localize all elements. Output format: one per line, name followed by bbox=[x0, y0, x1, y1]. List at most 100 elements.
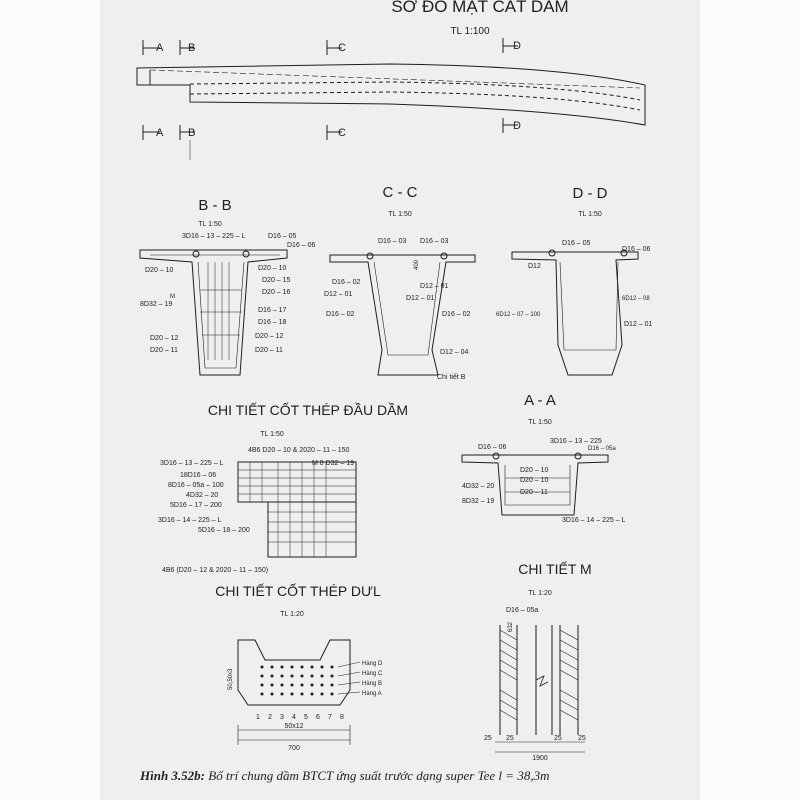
cut-label-a-bottom: A bbox=[156, 127, 164, 139]
dd-label-4: 6D12 – 08 bbox=[622, 296, 650, 302]
section-dd-scale: TL 1:50 bbox=[578, 211, 602, 218]
dim-25-d: 25 bbox=[578, 735, 586, 742]
end-label-6: 4D32 – 20 bbox=[186, 492, 218, 499]
strand-id-4: 4 bbox=[292, 714, 296, 721]
cut-label-a-top: A bbox=[156, 42, 164, 54]
aa-label-3: D16 – 05a bbox=[588, 446, 616, 452]
elevation-scale: TL 1:100 bbox=[450, 26, 490, 37]
section-aa-drawing bbox=[461, 452, 609, 516]
row-label-a: Hàng A bbox=[362, 691, 382, 697]
detail-m-label: D16 – 05a bbox=[506, 607, 538, 614]
left-margin bbox=[0, 0, 100, 800]
end-label-5: 8D16 – 05a – 100 bbox=[168, 482, 224, 489]
strand-id-8: 8 bbox=[340, 714, 344, 721]
cc-label-11: Chi tiết B bbox=[437, 372, 466, 381]
section-bb-scale: TL 1:50 bbox=[198, 221, 222, 228]
strand-id-3: 3 bbox=[280, 714, 284, 721]
bb-label-13: D20 – 11 bbox=[150, 347, 178, 354]
aa-label-9: 3D16 – 14 – 225 – L bbox=[562, 517, 626, 524]
end-label-2: 4B6 D20 – 10 & 2020 – 11 – 150 bbox=[248, 447, 350, 454]
beam-elevation bbox=[136, 63, 646, 126]
section-cc-drawing bbox=[329, 252, 476, 376]
end-label-7: 5D16 – 17 – 200 bbox=[170, 502, 222, 509]
dd-label-2: D16 – 06 bbox=[622, 246, 651, 253]
strand-id-2: 2 bbox=[268, 714, 272, 721]
cc-label-8: D16 – 02 bbox=[326, 311, 355, 318]
section-dd-title: D - D bbox=[573, 185, 608, 202]
cut-label-c-top: C bbox=[338, 42, 346, 54]
cut-label-b-bottom: B bbox=[188, 127, 195, 139]
section-cut-marks bbox=[142, 38, 518, 160]
section-bb-title: B - B bbox=[198, 197, 231, 214]
caption-text: Bố trí chung dầm BTCT ứng suất trước dạn… bbox=[205, 768, 550, 783]
elevation-title: SƠ ĐỒ MẶT CẮT DẦM bbox=[391, 0, 568, 16]
side-dimension: 50,50x3 bbox=[228, 668, 234, 690]
dim-25-c: 25 bbox=[554, 735, 562, 742]
bb-label-6: D20 – 15 bbox=[262, 277, 291, 284]
bb-label-3: D16 – 06 bbox=[287, 242, 316, 249]
cut-label-d-top: D bbox=[513, 40, 521, 52]
dim-25-b: 25 bbox=[506, 735, 514, 742]
strand-id-5: 5 bbox=[304, 714, 308, 721]
cc-label-9: D16 – 02 bbox=[442, 311, 471, 318]
detail-m-drawing bbox=[495, 625, 585, 753]
cc-label-6: D12 – 01 bbox=[420, 283, 449, 290]
end-label-10: 4B6 (D20 – 12 & 2020 – 11 – 150) bbox=[162, 567, 268, 574]
bb-label-2: D16 – 05 bbox=[268, 233, 297, 240]
dd-label-3: D12 bbox=[528, 263, 541, 270]
section-dd-drawing bbox=[511, 249, 639, 376]
end-label-1: 3D16 – 13 – 225 – L bbox=[160, 460, 224, 467]
aa-label-7: D20 – 11 bbox=[520, 489, 548, 496]
bb-label-8: 8D32 – 19 bbox=[140, 301, 172, 308]
cut-label-d-bottom: D bbox=[513, 120, 521, 132]
bb-label-4: D20 – 10 bbox=[145, 267, 174, 274]
bb-label-14: D20 – 11 bbox=[255, 347, 283, 354]
end-detail-drawing bbox=[237, 461, 357, 558]
end-detail-scale: TL 1:50 bbox=[260, 431, 284, 438]
right-margin bbox=[700, 0, 800, 800]
row-label-b: Hàng B bbox=[362, 681, 382, 687]
section-aa-title: A - A bbox=[524, 392, 556, 409]
spacing-dimension: 50x12 bbox=[284, 723, 303, 730]
book-page bbox=[100, 0, 700, 800]
cc-label-5: D12 – 01 bbox=[324, 291, 353, 298]
aa-label-1: D16 – 06 bbox=[478, 444, 507, 451]
dim-total: 1900 bbox=[532, 755, 548, 762]
figure-caption: Hình 3.52b: Bố trí chung dầm BTCT ứng su… bbox=[140, 768, 710, 784]
aa-label-4: D20 – 10 bbox=[520, 467, 549, 474]
end-detail-title: CHI TIẾT CỐT THÉP ĐẦU DẦM bbox=[208, 401, 408, 418]
section-bb-drawing bbox=[139, 249, 288, 376]
bb-label-1: 3D16 – 13 – 225 – L bbox=[182, 233, 246, 240]
cc-label-4: D16 – 02 bbox=[332, 279, 361, 286]
detail-m-title: CHI TIẾT M bbox=[518, 561, 591, 577]
row-label-d: Hàng D bbox=[362, 661, 383, 667]
section-cc-title: C - C bbox=[383, 184, 418, 201]
cc-label-3: 400 bbox=[414, 259, 420, 270]
aa-label-2: 3D16 – 13 – 225 bbox=[550, 438, 602, 445]
cc-label-1: D16 – 03 bbox=[378, 238, 407, 245]
dd-label-6: D12 – 01 bbox=[624, 321, 653, 328]
detail-m-scale: TL 1:20 bbox=[528, 590, 552, 597]
bb-label-5: D20 – 10 bbox=[258, 265, 287, 272]
detail-m-side: 632 bbox=[508, 621, 514, 632]
dd-label-1: D16 – 05 bbox=[562, 240, 591, 247]
bb-label-11: D20 – 12 bbox=[150, 335, 179, 342]
section-aa-scale: TL 1:50 bbox=[528, 419, 552, 426]
row-label-c: Hàng C bbox=[362, 671, 383, 677]
cc-label-2: D16 – 03 bbox=[420, 238, 449, 245]
bb-label-9: D16 – 17 bbox=[258, 307, 287, 314]
prestress-title: CHI TIẾT CỐT THÉP DƯL bbox=[215, 582, 381, 599]
end-label-9: 5D16 – 18 – 200 bbox=[198, 527, 250, 534]
aa-label-8: 8D32 – 19 bbox=[462, 498, 494, 505]
bb-label-12: D20 – 12 bbox=[255, 333, 284, 340]
aa-label-5: D20 – 10 bbox=[520, 477, 549, 484]
dd-label-5: 6D12 – 07 – 100 bbox=[496, 312, 541, 318]
cut-label-b-top: B bbox=[188, 42, 195, 54]
dim-25-a: 25 bbox=[484, 735, 492, 742]
strand-id-6: 6 bbox=[316, 714, 320, 721]
bb-label-10: D16 – 18 bbox=[258, 319, 287, 326]
caption-prefix: Hình 3.52b: bbox=[140, 768, 206, 783]
bb-label-7: D20 – 16 bbox=[262, 289, 291, 296]
prestress-scale: TL 1:20 bbox=[280, 611, 304, 618]
